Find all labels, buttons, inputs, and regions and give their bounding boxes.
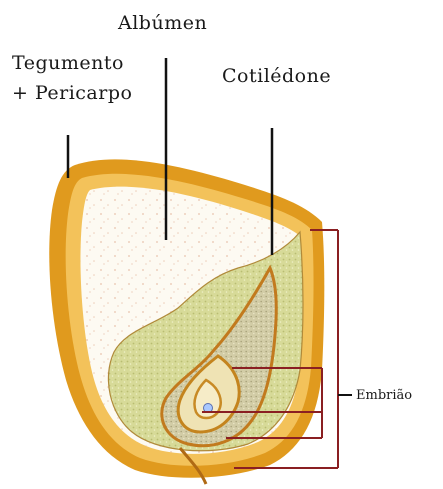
albumen-label: Albúmen <box>118 10 207 36</box>
cotiledone-label: Cotilédone <box>222 63 331 89</box>
tegumento-label-line1: Tegumento <box>12 50 124 76</box>
tegumento-label-line2: + Pericarpo <box>12 80 132 106</box>
embriao-label: Embrião <box>356 383 412 409</box>
